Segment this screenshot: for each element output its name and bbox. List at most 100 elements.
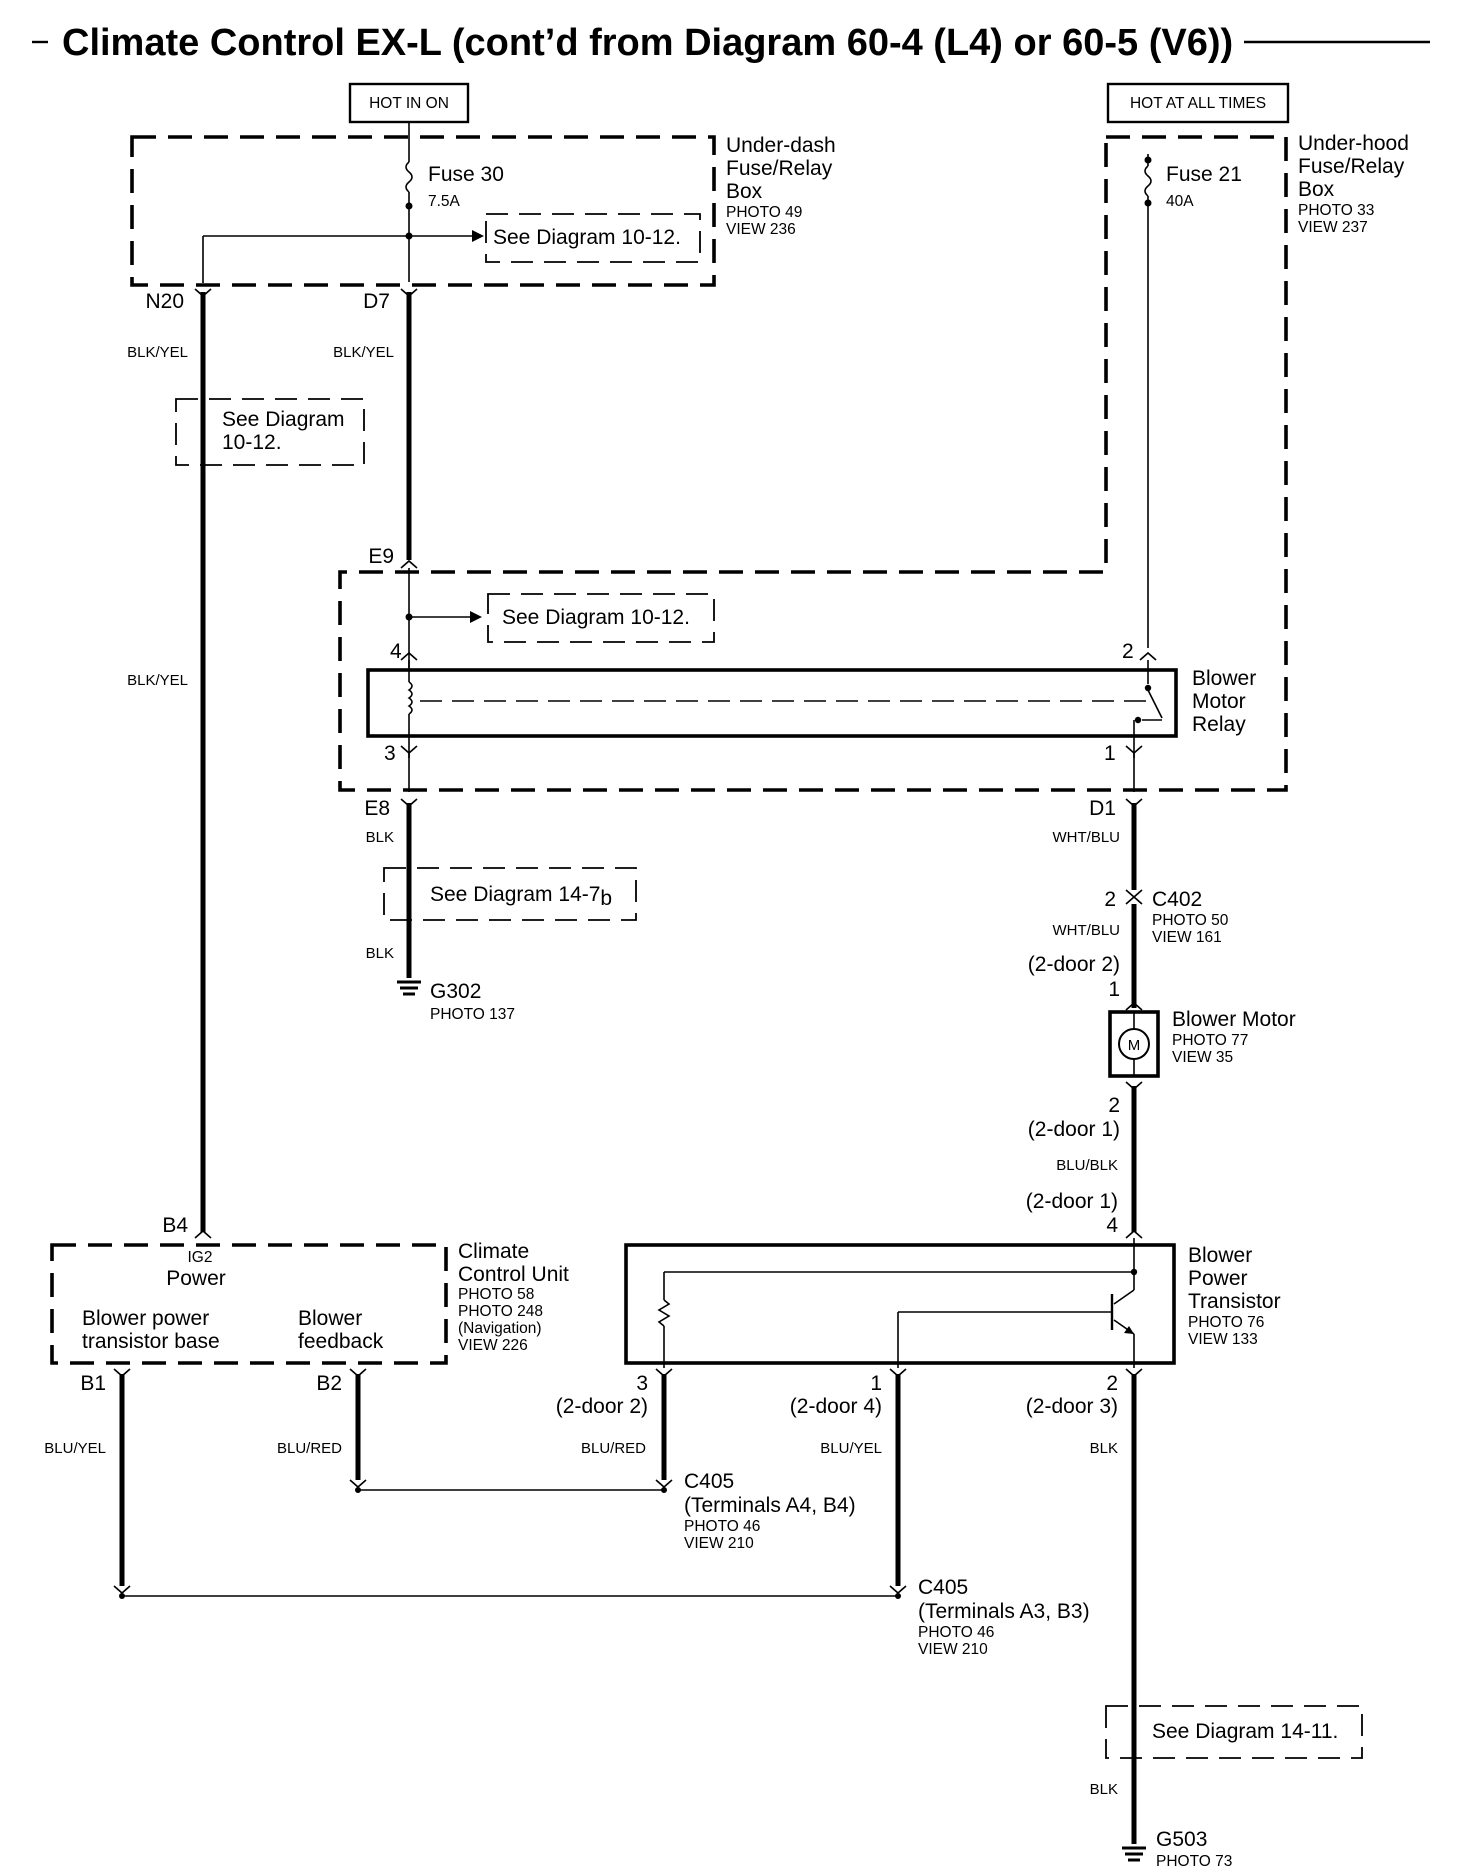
- c405b-terminals: (Terminals A3, B3): [918, 1600, 1090, 1623]
- fuse-30-rating: 7.5A: [428, 193, 461, 210]
- see-diagram-14-7b: [383, 867, 637, 921]
- underdash-view: VIEW 236: [726, 221, 796, 238]
- underhood-name-3: Box: [1298, 178, 1335, 201]
- see-diagram-14-11: [1105, 1705, 1363, 1759]
- transistor-pin-1: 1: [870, 1372, 882, 1395]
- diagram-title: Climate Control EX-L (cont’d from Diagra…: [62, 22, 1233, 64]
- relay-name-2: Motor: [1192, 690, 1246, 713]
- underdash-name-2: Fuse/Relay: [726, 157, 833, 180]
- g503-photo: PHOTO 73: [1156, 1853, 1232, 1870]
- transistor-pin-in: 4: [1106, 1214, 1118, 1237]
- wire-color-c402: WHT/BLU: [1053, 922, 1121, 939]
- see-diagram-10-12-a-text: See Diagram 10-12.: [493, 226, 681, 249]
- ground-g302-icon: [397, 980, 421, 996]
- motor-pin-bottom: 2: [1108, 1094, 1120, 1117]
- climate-control-unit: [50, 1243, 448, 1365]
- fuse-21-icon: [1144, 154, 1152, 648]
- c405a-terminals: (Terminals A4, B4): [684, 1494, 856, 1517]
- c405b-photo: PHOTO 46: [918, 1624, 994, 1641]
- ccu-view: VIEW 226: [458, 1337, 528, 1354]
- transistor-pin-2: 2: [1106, 1372, 1118, 1395]
- underdash-fuse-relay-box: [130, 135, 716, 287]
- relay-pin-1: 1: [1104, 742, 1116, 765]
- c405b-right-connector-icon: [889, 1585, 907, 1595]
- c405b-left-connector-icon: [113, 1585, 131, 1595]
- wire-color-d1: WHT/BLU: [1053, 829, 1121, 846]
- c405a-photo: PHOTO 46: [684, 1518, 760, 1535]
- underhood-name-2: Fuse/Relay: [1298, 155, 1405, 178]
- transistor-door-2: (2-door 3): [1026, 1395, 1118, 1418]
- transistor-photo: PHOTO 76: [1188, 1314, 1264, 1331]
- relay-name-3: Relay: [1192, 713, 1246, 736]
- underhood-photo: PHOTO 33: [1298, 202, 1374, 219]
- c405b-left-dot: [119, 1593, 125, 1599]
- c405b-name: C405: [918, 1576, 968, 1599]
- relay-pin4-connector-icon: [400, 651, 418, 661]
- ccu-power: Power: [166, 1267, 226, 1290]
- ccu-fb-2: feedback: [298, 1330, 384, 1353]
- transistor-view: VIEW 133: [1188, 1331, 1258, 1348]
- see-diagram-10-12-ig: [175, 398, 365, 466]
- hot-in-on-box: [348, 82, 470, 124]
- transistor-door-3: (2-door 2): [556, 1395, 648, 1418]
- see-diagram-10-12-a: [485, 213, 701, 263]
- blower-motor-relay: [366, 668, 1178, 738]
- g302-photo: PHOTO 137: [430, 1006, 515, 1023]
- relay-pin2-connector-icon: [1139, 651, 1157, 661]
- fuse-21-rating: 40A: [1166, 193, 1194, 210]
- wire-color-b1: BLU/YEL: [44, 1440, 106, 1457]
- relay-name-1: Blower: [1192, 667, 1256, 690]
- wire-color-e8-1: BLK: [366, 829, 394, 846]
- ccu-photo-1: PHOTO 58: [458, 1286, 534, 1303]
- wire-color-e8-2: BLK: [366, 945, 394, 962]
- c405a-left-dot: [355, 1487, 361, 1493]
- transistor-in-connector-icon: [1125, 1229, 1143, 1239]
- blower-motor-view: VIEW 35: [1172, 1049, 1233, 1066]
- see-diagram-10-12-ig-line1: See Diagram: [222, 408, 345, 431]
- c405b-view: VIEW 210: [918, 1641, 988, 1658]
- terminal-d7: D7: [363, 290, 390, 313]
- motor-door1: (2-door 1): [1028, 1118, 1120, 1141]
- blower-motor-name: Blower Motor: [1172, 1008, 1296, 1031]
- relay-pin-4: 4: [390, 640, 402, 663]
- underhood-view: VIEW 237: [1298, 219, 1368, 236]
- c405a-right-connector-icon: [655, 1479, 673, 1489]
- wire-color-d7: BLK/YEL: [333, 344, 394, 361]
- wire-color-pin1: BLU/YEL: [820, 1440, 882, 1457]
- arrow-see-10-12-a-icon: [472, 230, 484, 242]
- ccu-nav: (Navigation): [458, 1320, 542, 1337]
- underhood-fuse-relay-box: [338, 135, 1288, 792]
- wire-color-n20-2: BLK/YEL: [127, 672, 188, 689]
- transistor-pin-3: 3: [636, 1372, 648, 1395]
- motor-top-connector-icon: [1125, 1001, 1143, 1011]
- terminal-e8: E8: [364, 797, 390, 820]
- c402-view: VIEW 161: [1152, 929, 1222, 946]
- see-diagram-10-12-b: [487, 593, 715, 643]
- transistor-name-2: Power: [1188, 1267, 1248, 1290]
- motor-pin-top: 1: [1108, 978, 1120, 1001]
- relay-coil-icon: [407, 660, 413, 758]
- transistor-icon: [657, 1238, 1138, 1368]
- c402-pin: 2: [1104, 888, 1116, 911]
- relay-switch-icon: [1133, 660, 1163, 758]
- c405a-view: VIEW 210: [684, 1535, 754, 1552]
- underdash-photo: PHOTO 49: [726, 204, 802, 221]
- ccu-photo-2: PHOTO 248: [458, 1303, 543, 1320]
- terminal-n20: N20: [145, 290, 184, 313]
- hot-at-all-times-label: HOT AT ALL TIMES: [1130, 95, 1266, 112]
- terminal-b2: B2: [316, 1372, 342, 1395]
- see-diagram-14-7b-suffix: b: [600, 887, 612, 910]
- hot-at-all-times-box: [1106, 82, 1290, 124]
- b4-connector-icon: [194, 1229, 212, 1239]
- relay-pin-2: 2: [1122, 640, 1134, 663]
- underhood-name-1: Under-hood: [1298, 132, 1409, 155]
- c402-name: C402: [1152, 888, 1202, 911]
- blower-motor-symbol: M: [1128, 1037, 1141, 1054]
- c405b-right-dot: [895, 1593, 901, 1599]
- wire-color-motor: BLU/BLK: [1056, 1157, 1118, 1174]
- see-diagram-14-7b-text: See Diagram 14-7b: [430, 883, 612, 910]
- e9-connector-icon: [400, 559, 418, 569]
- wire-color-pin3: BLU/RED: [581, 1440, 646, 1457]
- wire-color-b2: BLU/RED: [277, 1440, 342, 1457]
